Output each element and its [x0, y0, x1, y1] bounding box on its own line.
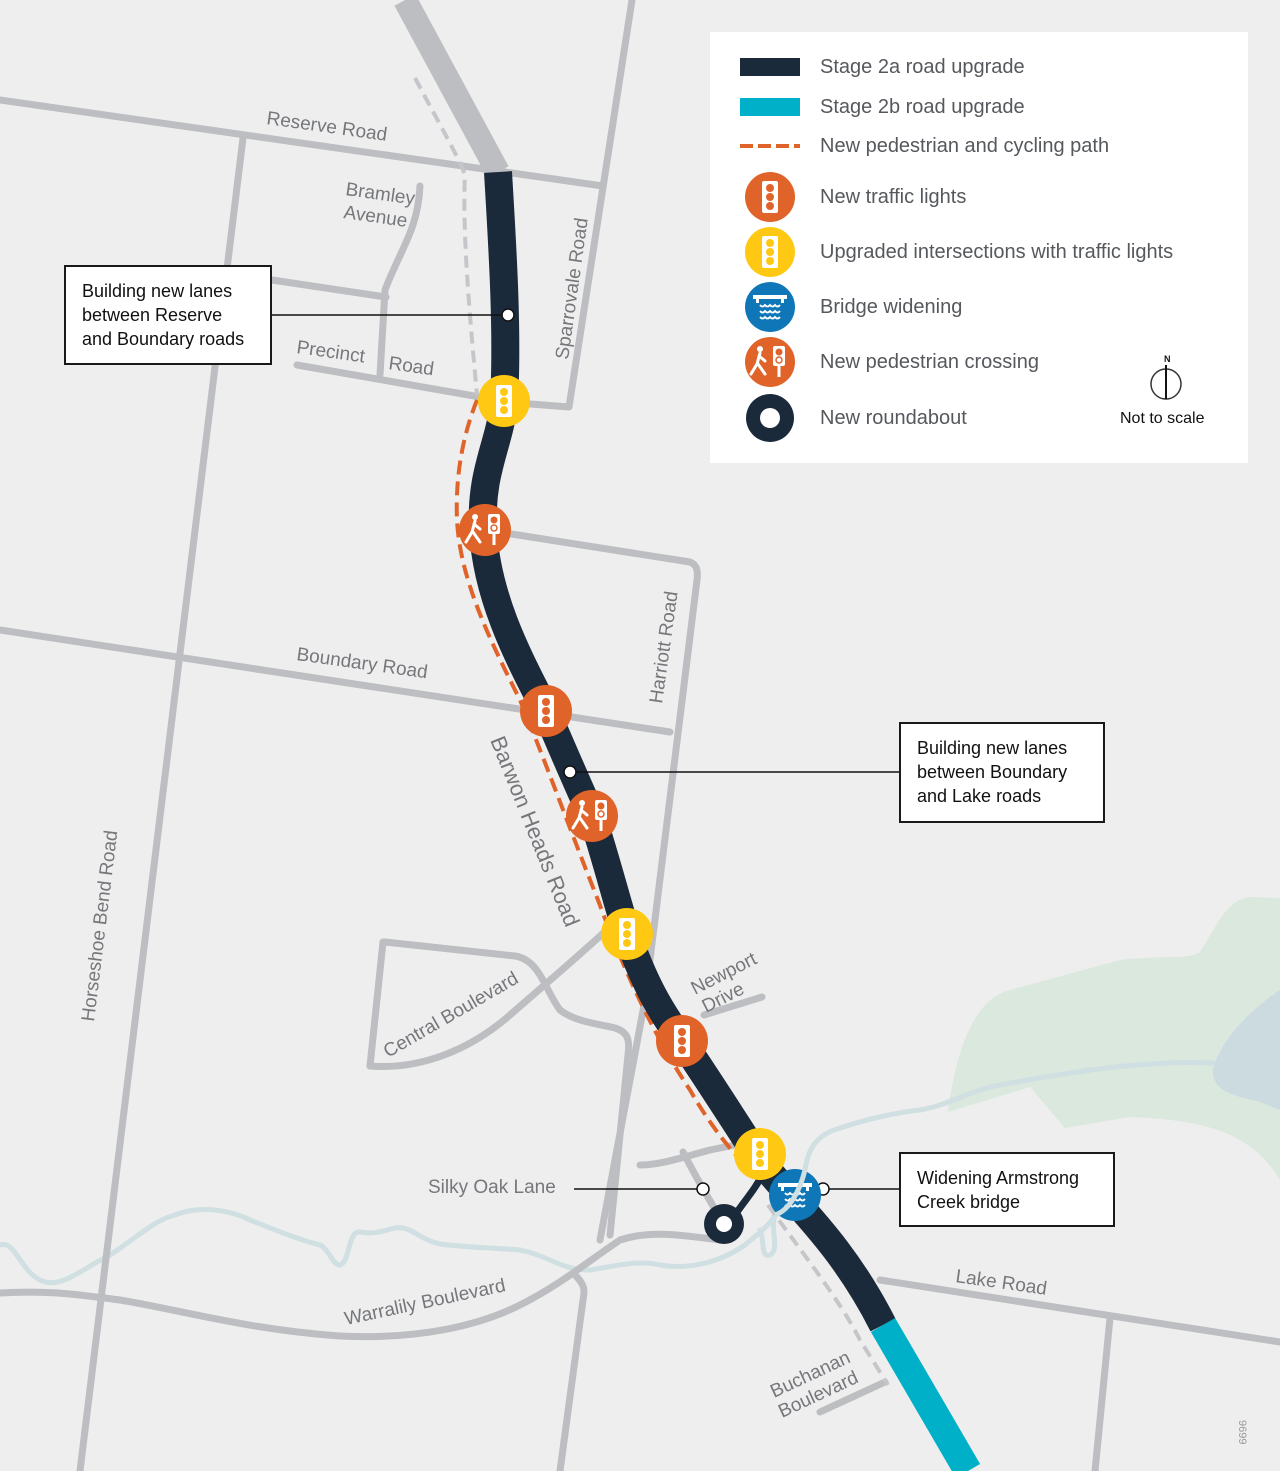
- traffic-light-upgraded-icon: [740, 226, 800, 278]
- creek-east: [757, 1059, 1216, 1258]
- callout-reserve-boundary: Building new lanes between Reserve and B…: [64, 265, 272, 365]
- pedestrian-crossing-icon[interactable]: [566, 790, 618, 842]
- freeway-north: [394, 0, 509, 178]
- traffic-light-new-icon[interactable]: [656, 1015, 708, 1067]
- north-arrow-icon: N: [1150, 354, 1182, 400]
- roundabout-icon[interactable]: [704, 1204, 744, 1244]
- bridge-icon: [740, 281, 800, 333]
- label-precinct-road: Road: [387, 353, 435, 380]
- map-legend: Stage 2a road upgrade Stage 2b road upgr…: [710, 32, 1248, 463]
- scale-note: Not to scale: [1120, 410, 1205, 427]
- label-horseshoe: Horseshoe Bend Road: [78, 829, 122, 1022]
- label-harriott: Harriott Road: [646, 590, 683, 705]
- callout-anchors: [501, 308, 830, 1196]
- existing-path-south: [766, 1203, 890, 1387]
- traffic-light-upgraded-icon[interactable]: [478, 375, 530, 427]
- existing-path-north: [413, 77, 479, 396]
- stage-2a-swatch: [740, 58, 800, 76]
- callout-armstrong-bridge: Widening Armstrong Creek bridge: [899, 1152, 1115, 1227]
- creek: [0, 1207, 778, 1286]
- traffic-light-upgraded-icon[interactable]: [601, 908, 653, 960]
- dashed-path-swatch: [740, 143, 800, 149]
- label-silky-oak: Silky Oak Lane: [428, 1177, 556, 1198]
- traffic-light-new-icon[interactable]: [520, 685, 572, 737]
- parkland-area: [948, 897, 1280, 1180]
- stage-2b-swatch: [740, 98, 800, 116]
- label-central: Central Boulevard: [380, 968, 522, 1062]
- traffic-light-new-icon: [740, 171, 800, 223]
- callout-boundary-lake: Building new lanes between Boundary and …: [899, 722, 1105, 823]
- stage-2b-road: [870, 1317, 981, 1471]
- creek-crossing: [773, 1169, 808, 1218]
- callout-leaders: [270, 314, 903, 1190]
- pedestrian-crossing-icon[interactable]: [459, 504, 511, 556]
- svg-text:N: N: [1164, 354, 1171, 364]
- roundabout-icon: [740, 392, 800, 444]
- lake-area: [1212, 990, 1280, 1110]
- reference-code: 9699: [1236, 1420, 1248, 1445]
- traffic-light-upgraded-icon[interactable]: [734, 1128, 786, 1180]
- new-path: [454, 399, 752, 1172]
- pedestrian-crossing-icon: [740, 336, 800, 388]
